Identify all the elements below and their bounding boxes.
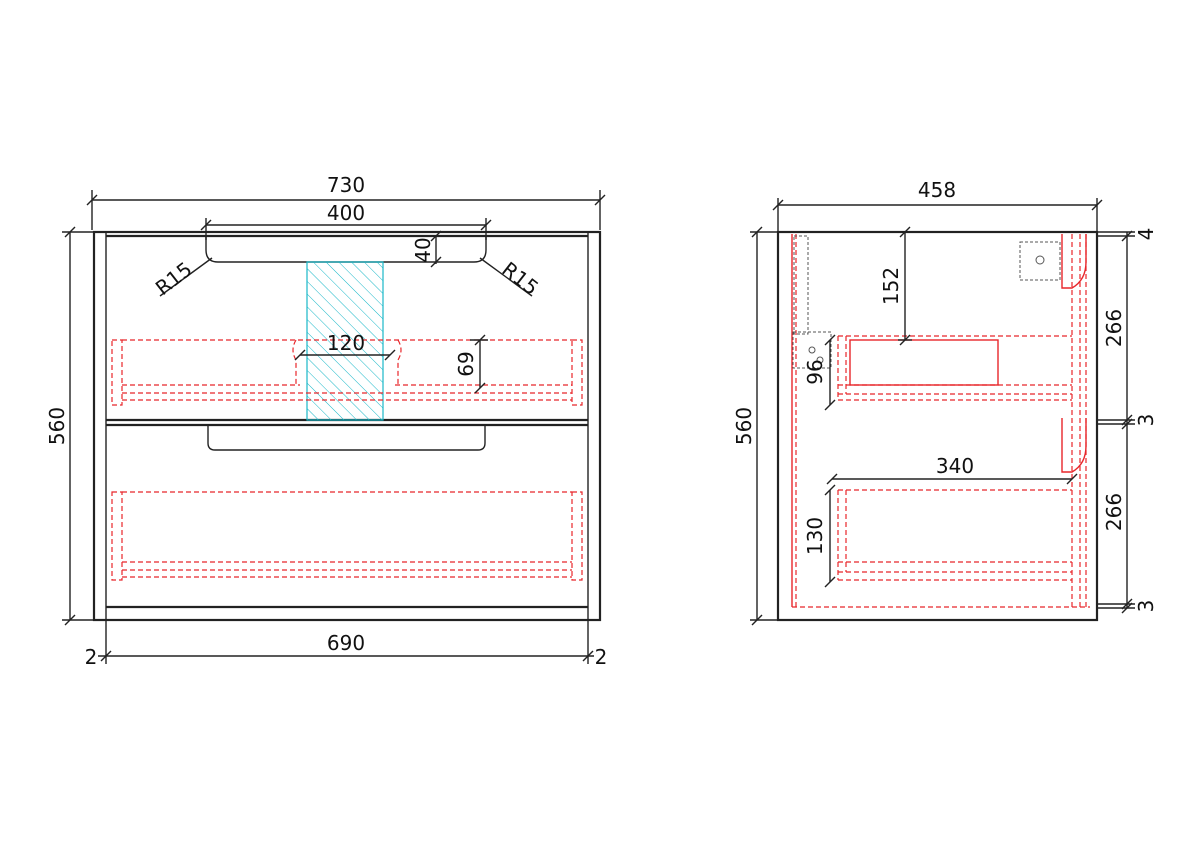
cabinet-front-outline	[92, 230, 602, 622]
dim-basin-depth: 40	[411, 230, 442, 268]
dim-upper-drawer-height: 96	[803, 334, 836, 411]
label-side-left: 2	[85, 645, 98, 669]
label-drawer-inner-height: 69	[454, 351, 478, 376]
label-radius-right: R15	[497, 257, 543, 300]
side-view: 458	[732, 178, 1158, 626]
label-upper-front-height: 266	[1102, 309, 1126, 347]
label-lower-front-height: 266	[1102, 493, 1126, 531]
label-radius-left: R15	[151, 257, 197, 300]
label-lower-drawer-height: 130	[803, 517, 827, 555]
label-overall-width: 730	[327, 173, 365, 197]
label-lower-drawer-depth: 340	[936, 454, 974, 478]
lower-drawer-hidden	[111, 491, 583, 581]
upper-drawer-side	[837, 335, 1072, 401]
dim-front-height: 560	[45, 226, 94, 626]
upper-drawer-hidden	[111, 339, 583, 406]
basin-profile	[205, 236, 487, 263]
lower-drawer-side	[837, 489, 1072, 581]
lower-front-profile	[1061, 418, 1087, 473]
label-front-height: 560	[45, 407, 69, 445]
dim-top-clearance: 152	[879, 226, 912, 346]
label-basin-width: 400	[327, 201, 365, 225]
label-top-gap: 4	[1134, 228, 1158, 241]
label-cutout-width: 120	[327, 331, 365, 355]
hinge-plate	[1019, 241, 1061, 281]
dim-basin-width: 400	[200, 201, 492, 240]
wall-bracket-upper	[793, 235, 809, 335]
label-inner-width: 690	[327, 631, 365, 655]
dim-drawer-inner-height: 69	[454, 334, 488, 394]
dim-cutout-width: 120	[294, 331, 396, 361]
drawer-handle	[207, 425, 486, 451]
label-bottom-gap: 3	[1134, 600, 1158, 613]
wall-bracket-lower	[792, 331, 832, 369]
dim-lower-drawer-depth: 340	[826, 454, 1078, 485]
label-mid-gap: 3	[1134, 414, 1158, 427]
label-side-right: 2	[595, 645, 608, 669]
cabinet-side-outline	[776, 230, 1099, 622]
dim-inner-width: 690 2 2	[85, 620, 608, 669]
label-top-clearance: 152	[879, 267, 903, 305]
dim-overall-depth: 458	[772, 178, 1103, 232]
label-overall-depth: 458	[918, 178, 956, 202]
dim-front-stack: 4 266 3 266 3	[1097, 228, 1158, 614]
dim-lower-drawer-height: 130	[803, 484, 836, 588]
front-view: 730 400 40 R15 R15	[45, 173, 607, 669]
dim-overall-width: 730	[86, 173, 606, 230]
upper-front-profile	[1061, 234, 1087, 289]
waste-cutout	[306, 261, 384, 421]
label-basin-depth: 40	[411, 237, 435, 262]
label-upper-drawer-height: 96	[803, 359, 827, 384]
dim-side-height: 560	[732, 226, 778, 626]
label-side-height: 560	[732, 407, 756, 445]
